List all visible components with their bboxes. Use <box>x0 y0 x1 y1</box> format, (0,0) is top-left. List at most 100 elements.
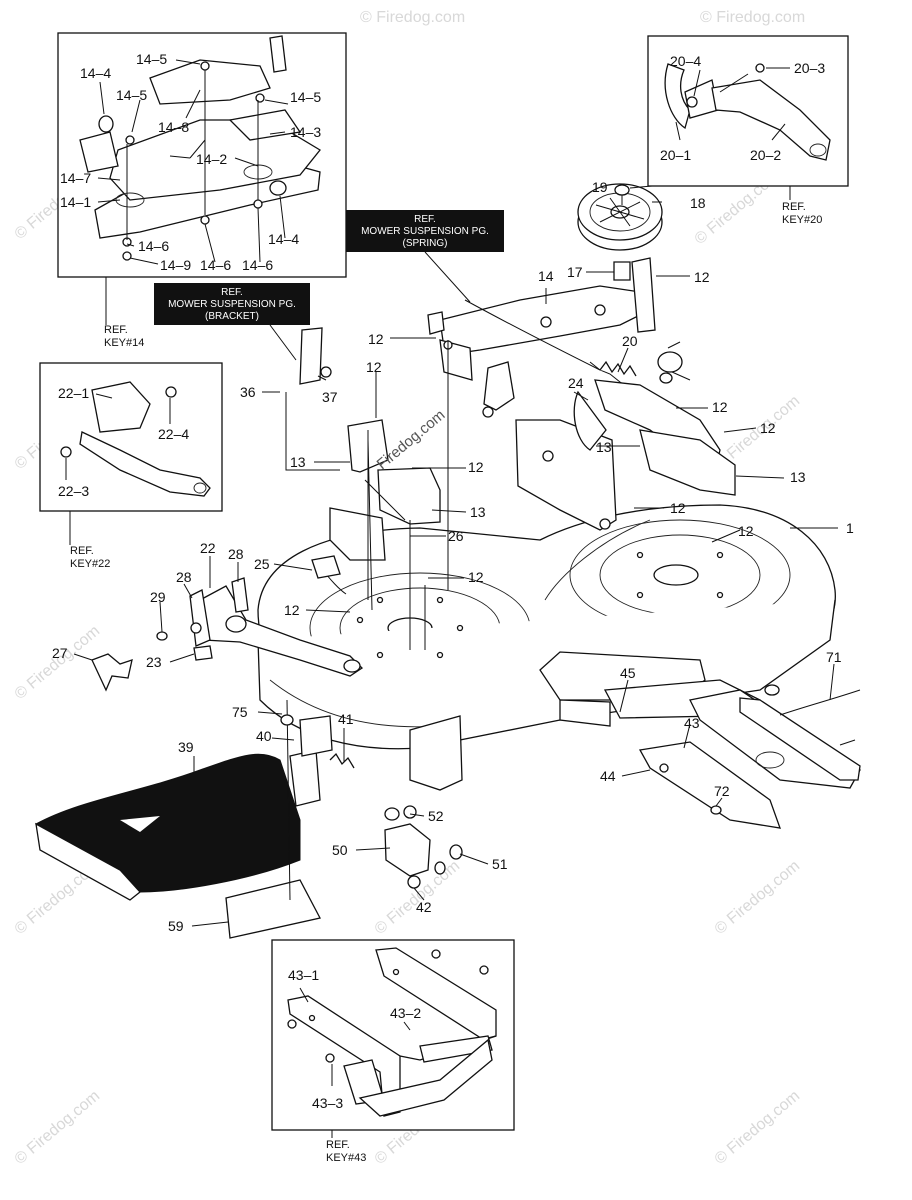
callout-14-3: 14–3 <box>290 124 321 140</box>
callout-20-1: 20–1 <box>660 147 691 163</box>
callout-27: 27 <box>52 645 68 661</box>
callout-43-2: 43–2 <box>390 1005 421 1021</box>
callout-14-2: 14–2 <box>196 151 227 167</box>
callout-40: 40 <box>256 728 272 744</box>
callout-20-4: 20–4 <box>670 53 701 69</box>
callout-42: 42 <box>416 899 432 915</box>
callout-14-6: 14–6 <box>242 257 273 273</box>
idler-pulley <box>577 183 663 281</box>
callout-52: 52 <box>428 808 444 824</box>
ref-bracket-line2: MOWER SUSPENSION PG. <box>168 299 296 310</box>
callout-12: 12 <box>284 602 300 618</box>
callout-43-1: 43–1 <box>288 967 319 983</box>
callout-43-3: 43–3 <box>312 1095 343 1111</box>
callout-17: 17 <box>567 264 583 280</box>
ref-spring-line2: MOWER SUSPENSION PG. <box>361 226 489 237</box>
callout-37: 37 <box>322 389 338 405</box>
callout-20-2: 20–2 <box>750 147 781 163</box>
callout-14-6: 14–6 <box>200 257 231 273</box>
ref-key14-line2: KEY#14 <box>104 337 144 349</box>
ref-bracket-line1: REF. <box>221 287 243 298</box>
callout-22-3: 22–3 <box>58 483 89 499</box>
callout-13: 13 <box>790 469 806 485</box>
deck-hangers <box>285 327 449 650</box>
watermark: © Firedog.com <box>360 9 465 26</box>
callout-24: 24 <box>568 375 584 391</box>
spring-and-arm <box>464 299 736 531</box>
callout-45: 45 <box>620 665 636 681</box>
watermark: © Firedog.com <box>12 1087 103 1168</box>
callout-12: 12 <box>366 359 382 375</box>
ref-box-spring: REF. MOWER SUSPENSION PG. (SPRING) <box>346 210 504 303</box>
ref-key20-line2: KEY#20 <box>782 214 822 226</box>
height-adjuster <box>384 805 463 889</box>
callout-72: 72 <box>714 783 730 799</box>
callout-14: 14 <box>538 268 554 284</box>
ref-key20-line1: REF. <box>782 201 806 213</box>
callout-14-8: 14–8 <box>158 119 189 135</box>
callout-51: 51 <box>492 856 508 872</box>
left-lift-arm <box>91 555 364 692</box>
callout-41: 41 <box>338 711 354 727</box>
callout-13: 13 <box>290 454 306 470</box>
callout-13: 13 <box>596 439 612 455</box>
ref-spring-line3: (SPRING) <box>403 238 448 249</box>
callout-44: 44 <box>600 768 616 784</box>
watermark: © Firedog.com <box>700 9 805 26</box>
callout-12: 12 <box>738 523 754 539</box>
callout-59: 59 <box>168 918 184 934</box>
callout-29: 29 <box>150 589 166 605</box>
callout-71: 71 <box>826 649 842 665</box>
callout-22: 22 <box>200 540 216 556</box>
ref-box-bracket: REF. MOWER SUSPENSION PG. (BRACKET) <box>154 283 310 361</box>
inset-key-22: 22–1 22–4 22–3 <box>39 362 223 512</box>
callout-14-7: 14–7 <box>60 170 91 186</box>
callout-22-4: 22–4 <box>158 426 189 442</box>
ref-key43-line2: KEY#43 <box>326 1152 366 1164</box>
callout-leaders <box>73 185 838 927</box>
callout-12: 12 <box>670 500 686 516</box>
inset-key-20: 20–4 20–3 20–1 20–2 <box>647 35 849 187</box>
callout-13: 13 <box>470 504 486 520</box>
watermark: © Firedog.com <box>712 1087 803 1168</box>
callout-50: 50 <box>332 842 348 858</box>
ref-key43-line1: REF. <box>326 1139 350 1151</box>
callout-20-3: 20–3 <box>794 60 825 76</box>
callout-19: 19 <box>592 179 608 195</box>
callout-75: 75 <box>232 704 248 720</box>
callout-18: 18 <box>690 195 706 211</box>
callout-23: 23 <box>146 654 162 670</box>
ref-key22-line1: REF. <box>70 545 94 557</box>
ref-key14-line1: REF. <box>104 324 128 336</box>
callout-14-6: 14–6 <box>138 238 169 254</box>
ref-key22-line2: KEY#22 <box>70 558 110 570</box>
callout-14-9: 14–9 <box>160 257 191 273</box>
callout-14-4: 14–4 <box>80 65 111 81</box>
callout-labels: 19 18 17 14 12 12 20 24 12 12 12 13 12 1… <box>52 179 854 934</box>
callout-26: 26 <box>448 528 464 544</box>
callout-36: 36 <box>240 384 256 400</box>
inset-key-14: 14–4 14–5 14–5 14–8 14–5 14–3 14–2 14–7 … <box>57 32 347 278</box>
watermark: © Firedog.com <box>12 622 103 703</box>
discharge-chute <box>34 699 463 939</box>
callout-1: 1 <box>846 520 854 536</box>
callout-14-1: 14–1 <box>60 194 91 210</box>
callout-12: 12 <box>694 269 710 285</box>
callout-14-5: 14–5 <box>290 89 321 105</box>
callout-25: 25 <box>254 556 270 572</box>
callout-22-1: 22–1 <box>58 385 89 401</box>
callout-12: 12 <box>760 420 776 436</box>
callout-43: 43 <box>684 715 700 731</box>
callout-12: 12 <box>468 459 484 475</box>
callout-14-4: 14–4 <box>268 231 299 247</box>
callout-12: 12 <box>468 569 484 585</box>
watermark: © Firedog.com <box>712 857 803 938</box>
callout-28: 28 <box>228 546 244 562</box>
callout-39: 39 <box>178 739 194 755</box>
callout-28: 28 <box>176 569 192 585</box>
callout-14-5: 14–5 <box>116 87 147 103</box>
ref-bracket-line3: (BRACKET) <box>205 311 259 322</box>
callout-20: 20 <box>622 333 638 349</box>
ref-spring-line1: REF. <box>414 214 436 225</box>
